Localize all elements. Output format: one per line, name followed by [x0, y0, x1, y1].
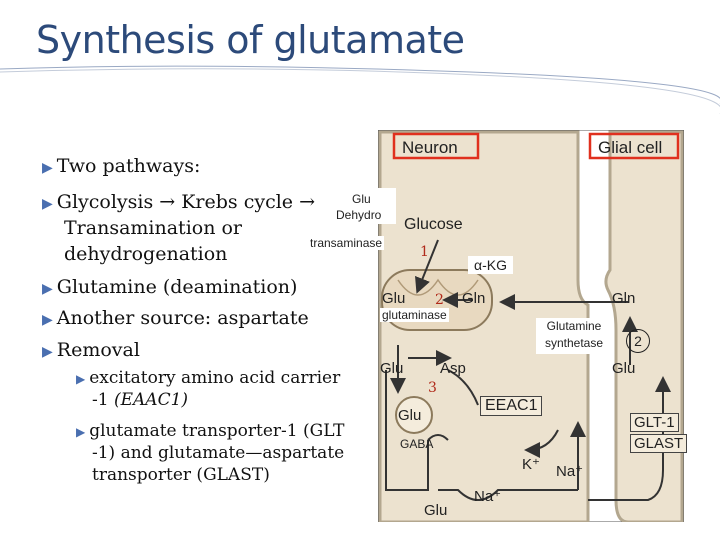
annotation-glutaminase: glutaminase	[380, 308, 449, 322]
annotation-glu-dehydro: Glu Dehydro	[318, 188, 396, 224]
asp-label: Asp	[440, 360, 466, 377]
bullet-glutamine: ▶Glutamine (deamination)	[42, 276, 298, 298]
annotation-synthetase: synthetase	[544, 336, 604, 350]
glt1-label: GLT-1	[630, 413, 679, 432]
sub-bullet-eaac1-cont: -1 (EAAC1)	[92, 390, 189, 410]
glial-cell-label: Glial cell	[598, 138, 663, 157]
bullet-aspartate: ▶Another source: aspartate	[42, 307, 309, 329]
annotation-dehydro: Dehydro	[336, 208, 382, 222]
glast-label: GLAST	[630, 434, 688, 453]
sub-bullet-eaac1: ▶excitatory amino acid carrier	[76, 368, 341, 388]
annotation-gaba: GABA	[400, 437, 434, 451]
annotation-glu: Glu	[352, 192, 371, 206]
bullet-arrow-icon: ▶	[42, 281, 53, 297]
bullet-dehydrogenation: dehydrogenation	[64, 243, 228, 265]
bullet-arrow-icon: ▶	[42, 160, 53, 176]
annotation-glutamine: Glutamine	[546, 319, 602, 333]
na-plus-label-2: Na⁺	[474, 488, 502, 505]
bullet-arrow-icon: ▶	[42, 344, 53, 360]
na-plus-label-1: Na⁺	[556, 463, 584, 480]
circle-2-label: 2	[626, 329, 650, 353]
glutamate-cycle-diagram	[378, 130, 684, 522]
glu-right-label: Glu	[612, 360, 636, 377]
annotation-number-2: 2	[435, 292, 444, 308]
bullet-glycolysis: ▶Glycolysis → Krebs cycle →	[42, 191, 316, 213]
k-plus-label: K⁺	[522, 456, 540, 473]
glu-vesicle-label: Glu	[398, 407, 422, 424]
sub-bullet-glt1: ▶glutamate transporter-1 (GLT	[76, 421, 345, 441]
sub-bullet-arrow-icon: ▶	[76, 372, 86, 386]
title-underline	[0, 65, 720, 114]
glu-mito-label: Glu	[382, 290, 406, 307]
glu-left-label: Glu	[380, 360, 404, 377]
gln-mito-label: Gln	[462, 290, 486, 307]
annotation-transaminase: transaminase	[308, 236, 385, 250]
bullet-removal: ▶Removal	[42, 339, 140, 361]
glu-bottom-label: Glu	[424, 502, 448, 519]
sub-bullet-glast: -1) and glutamate—aspartate	[92, 443, 345, 463]
bullet-two-pathways: ▶Two pathways:	[42, 155, 201, 177]
gln-glial-label: Gln	[612, 290, 636, 307]
sub-bullet-arrow-icon: ▶	[76, 425, 86, 439]
bullet-arrow-icon: ▶	[42, 196, 53, 212]
annotation-number-3: 3	[428, 380, 437, 396]
bullet-transamination: Transamination or	[64, 217, 243, 239]
slide-title: Synthesis of glutamate	[36, 18, 465, 62]
glucose-label: Glucose	[404, 216, 463, 233]
sub-bullet-glast-cont: transporter (GLAST)	[92, 465, 270, 485]
annotation-number-1: 1	[420, 244, 429, 260]
annotation-glutamine-synthetase: Glutamine synthetase	[536, 318, 612, 354]
neuron-label: Neuron	[402, 138, 458, 157]
annotation-alpha-kg: α-KG	[468, 256, 513, 274]
bullet-arrow-icon: ▶	[42, 312, 53, 328]
eeac1-label: EEAC1	[480, 396, 543, 416]
